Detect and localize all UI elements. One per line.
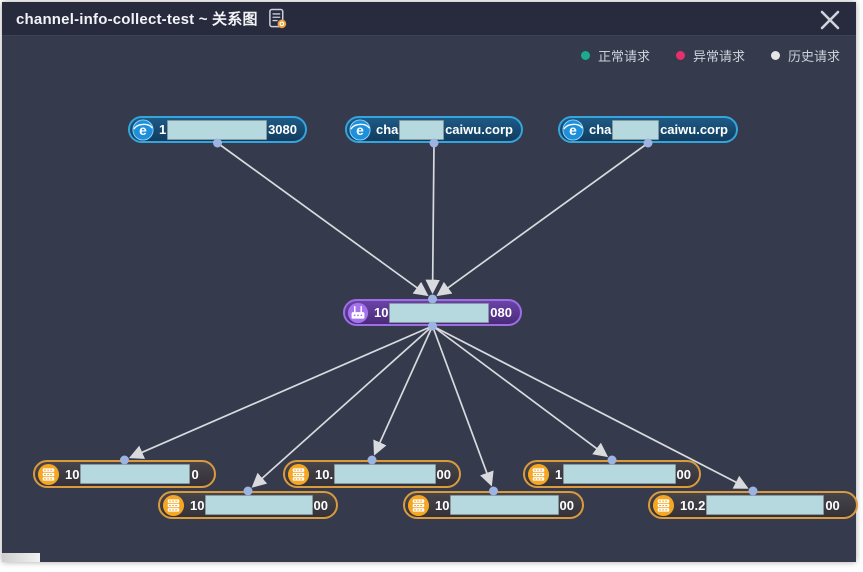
legend-label: 正常请求	[597, 49, 650, 64]
legend-item-abnormal[interactable]: 异常请求	[675, 46, 745, 65]
graph-node-database[interactable]: 10.00	[283, 460, 461, 488]
graph-node-database[interactable]: 10 0	[33, 460, 216, 488]
database-icon	[407, 494, 430, 517]
legend-label: 历史请求	[787, 49, 840, 64]
database-icon	[287, 463, 310, 486]
redaction-box	[706, 495, 825, 515]
database-icon	[527, 463, 550, 486]
node-label-prefix: 10	[190, 497, 205, 513]
node-label-suffix: 0	[191, 466, 199, 482]
graph-node-browser[interactable]: e cha caiwu.corp	[345, 116, 523, 143]
legend-item-normal[interactable]: 正常请求	[580, 46, 650, 65]
node-label-prefix: 10	[374, 305, 389, 320]
node-label-prefix: cha	[589, 122, 612, 137]
normal-request-dot	[580, 51, 590, 60]
node-label-prefix: 10	[435, 497, 450, 513]
router-icon	[347, 302, 369, 324]
svg-text:e: e	[139, 122, 147, 137]
node-label-suffix: caiwu.corp	[445, 122, 513, 137]
legend-item-history[interactable]: 历史请求	[770, 46, 840, 65]
ie-browser-icon: e	[132, 118, 154, 141]
node-label-prefix: 1	[555, 466, 563, 482]
node-label-prefix: 10.	[315, 466, 334, 482]
node-label-prefix: 1	[159, 122, 167, 137]
legend: 正常请求 异常请求 历史请求	[580, 46, 840, 65]
abnormal-request-dot	[675, 51, 685, 60]
graph-node-database[interactable]: 10 00	[158, 491, 338, 519]
ie-browser-icon: e	[349, 118, 371, 141]
ie-browser-icon: e	[562, 118, 584, 141]
node-label-prefix: 10.2	[680, 497, 706, 513]
modal-title: channel-info-collect-test ~ 关系图	[16, 11, 258, 28]
redaction-box	[205, 495, 313, 515]
node-label-suffix: 080	[490, 305, 512, 320]
relation-graph-modal: channel-info-collect-test ~ 关系图 正常请求 异常请…	[2, 2, 858, 562]
node-label-suffix: 3080	[268, 122, 297, 137]
report-icon[interactable]	[268, 8, 287, 29]
redaction-box	[80, 464, 191, 484]
redaction-box	[334, 464, 436, 484]
node-label-suffix: 00	[825, 497, 840, 513]
svg-text:e: e	[356, 122, 364, 137]
svg-text:e: e	[569, 122, 577, 137]
node-label-suffix: caiwu.corp	[660, 122, 728, 137]
graph-node-browser[interactable]: e cha caiwu.corp	[558, 116, 738, 143]
scrollbar-corner[interactable]	[2, 553, 40, 562]
database-icon	[162, 494, 185, 517]
node-label-suffix: 00	[436, 466, 451, 482]
redaction-box	[450, 495, 559, 515]
close-icon[interactable]	[816, 6, 844, 34]
graph-node-database[interactable]: 10.2 00	[648, 491, 858, 519]
graph-node-database[interactable]: 1 00	[523, 460, 701, 488]
legend-label: 异常请求	[692, 49, 745, 64]
graph-node-browser[interactable]: e 1 3080	[128, 116, 307, 143]
graph-node-database[interactable]: 10 00	[403, 491, 584, 519]
redaction-box	[399, 119, 445, 140]
redaction-box	[563, 464, 676, 484]
node-label-prefix: 10	[65, 466, 80, 482]
redaction-box	[167, 119, 268, 140]
redaction-box	[389, 302, 490, 323]
redaction-box	[612, 119, 660, 140]
database-icon	[37, 463, 60, 486]
database-icon	[652, 494, 675, 517]
history-request-dot	[770, 51, 780, 60]
modal-titlebar: channel-info-collect-test ~ 关系图	[2, 2, 856, 36]
node-label-suffix: 00	[676, 466, 691, 482]
node-label-suffix: 00	[313, 497, 328, 513]
graph-node-device[interactable]: 10 080	[343, 299, 522, 326]
node-label-prefix: cha	[376, 122, 399, 137]
node-label-suffix: 00	[559, 497, 574, 513]
